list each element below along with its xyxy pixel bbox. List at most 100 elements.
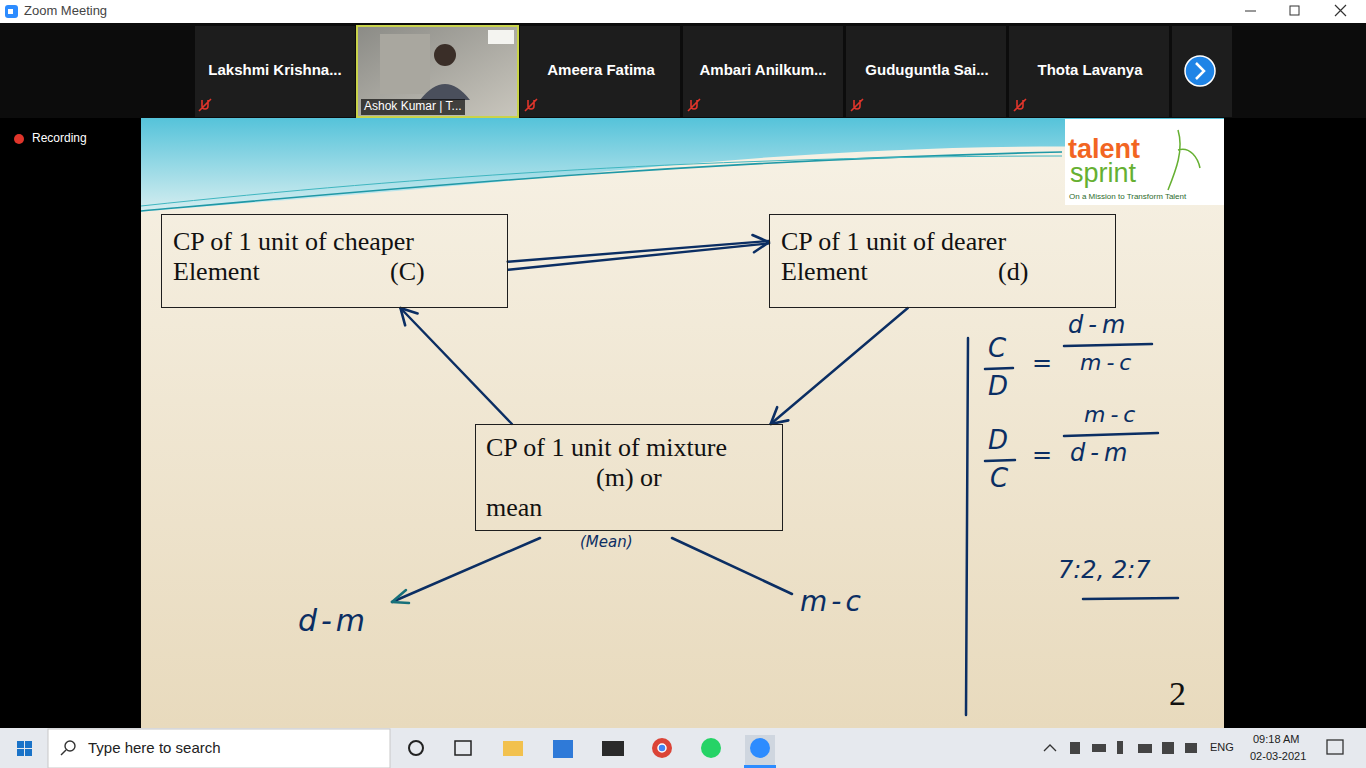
taskbar	[0, 728, 1366, 768]
concept-box: CP of 1 unit of mixture(m) ormean	[475, 424, 783, 531]
flow-arrow	[400, 308, 512, 424]
formula-term: C	[988, 334, 1006, 364]
fraction-bar	[1064, 344, 1152, 346]
formula-term: D	[988, 372, 1008, 402]
formula-term: m-c	[1080, 350, 1136, 375]
ratio-note: 7:2, 2:7	[1058, 557, 1151, 585]
participant-tile	[683, 26, 843, 117]
participant-name: Guduguntla Sai...	[865, 61, 988, 78]
participant-tile	[846, 26, 1006, 117]
formula-sign: =	[1032, 350, 1052, 378]
muted-mic-icons	[199, 99, 1026, 111]
search-placeholder: Type here to search	[88, 739, 221, 756]
concept-box: CP of 1 unit of cheaper Element(C)	[161, 214, 508, 308]
formula-term: d-m	[1070, 440, 1132, 468]
formula-term: d-m	[1068, 312, 1130, 340]
participant-tile	[1172, 26, 1232, 117]
video-logo	[488, 30, 514, 44]
mail-icon	[602, 741, 624, 756]
recording-label: Recording	[32, 132, 87, 146]
next-chevron	[1196, 63, 1204, 79]
wave-line	[141, 156, 1062, 206]
arrow-shaft	[508, 243, 769, 269]
handwritten-note: (Mean)	[580, 534, 633, 551]
fraction-bar	[1064, 433, 1158, 436]
explorer-icon	[503, 741, 523, 756]
search-box	[48, 729, 390, 768]
active-app-highlight	[745, 735, 775, 765]
zoom-icon	[5, 5, 18, 18]
next-page-button	[1185, 56, 1215, 86]
logo-tagline: On a Mission to Transform Talent	[1069, 192, 1186, 201]
separator-line	[966, 338, 968, 715]
leader-line-m-c	[672, 538, 792, 594]
formula-term: D	[988, 426, 1008, 456]
logo-figure	[1168, 130, 1200, 190]
flow-arrow	[771, 308, 908, 424]
box-text: CP of 1 unit of cheaper Element	[173, 227, 483, 287]
participant-name: Ameera Fatima	[547, 61, 655, 78]
box-symbol: mean	[486, 493, 542, 523]
presenter-body	[420, 84, 470, 100]
slide-number: 2	[1169, 674, 1186, 713]
leader-line-d-m	[392, 538, 540, 602]
title-bar	[0, 0, 1366, 23]
box-symbol: (C)	[390, 257, 425, 287]
participant-strip	[0, 23, 1366, 118]
logo-panel	[1065, 119, 1224, 205]
box-text: CP of 1 unit of mixture	[486, 433, 727, 463]
handwritten-term: d-m	[298, 604, 369, 639]
slide-wave	[141, 118, 1224, 212]
clock-time: 09:18 AM	[1253, 733, 1299, 746]
store-icon	[553, 740, 573, 758]
arrowhead	[400, 308, 417, 325]
notification-icon	[1327, 740, 1343, 754]
zoom-taskbar-icon	[750, 738, 770, 758]
participant-name: Ashok Kumar | T...	[361, 99, 465, 115]
handwritten-strokes	[392, 338, 1178, 715]
participant-tile	[1009, 26, 1169, 117]
fraction-bar	[985, 368, 1013, 369]
windows-logo	[17, 741, 32, 756]
tray-chevron	[1044, 745, 1056, 751]
participant-tile	[520, 26, 680, 117]
clock-date: 02-03-2021	[1250, 750, 1306, 763]
window-title: Zoom Meeting	[24, 4, 107, 19]
arrow-shaft	[508, 241, 769, 262]
participant-name: Thota Lavanya	[1037, 61, 1142, 78]
language-indicator: ENG	[1210, 741, 1234, 754]
tray-icons	[1070, 741, 1197, 754]
task-view-icon	[455, 741, 471, 755]
fraction-bar	[985, 460, 1015, 461]
arrow-shaft	[400, 308, 512, 424]
recording-dot	[14, 134, 24, 144]
video-background-shelf	[380, 34, 430, 94]
box-text: CP of 1 unit of dearer Element	[781, 227, 1081, 287]
minimize-icon	[1245, 11, 1256, 12]
slide	[141, 118, 1224, 728]
arrowhead	[771, 407, 789, 424]
search-icon-handle	[61, 750, 66, 755]
participant-tile	[195, 26, 355, 117]
box-symbol: (d)	[998, 257, 1028, 287]
formula-term: C	[990, 464, 1008, 494]
participant-name: Ambari Anilkum...	[700, 61, 827, 78]
cortana-icon	[409, 741, 423, 755]
video-tile	[357, 26, 518, 117]
whatsapp-icon	[701, 738, 721, 758]
leader-arrowhead	[392, 590, 409, 603]
presenter-head	[434, 44, 456, 66]
zoom-icon-camera	[8, 9, 13, 14]
handwritten-term: m-c	[800, 586, 865, 618]
arrowhead	[752, 235, 769, 252]
wave-line	[141, 152, 1062, 211]
logo-word: sprint	[1070, 158, 1136, 189]
active-app-bar	[744, 765, 776, 768]
arrow-shaft	[771, 308, 908, 424]
restore-icon	[1290, 6, 1299, 15]
chrome-icon	[652, 738, 672, 758]
chrome-icon-center	[658, 744, 666, 752]
